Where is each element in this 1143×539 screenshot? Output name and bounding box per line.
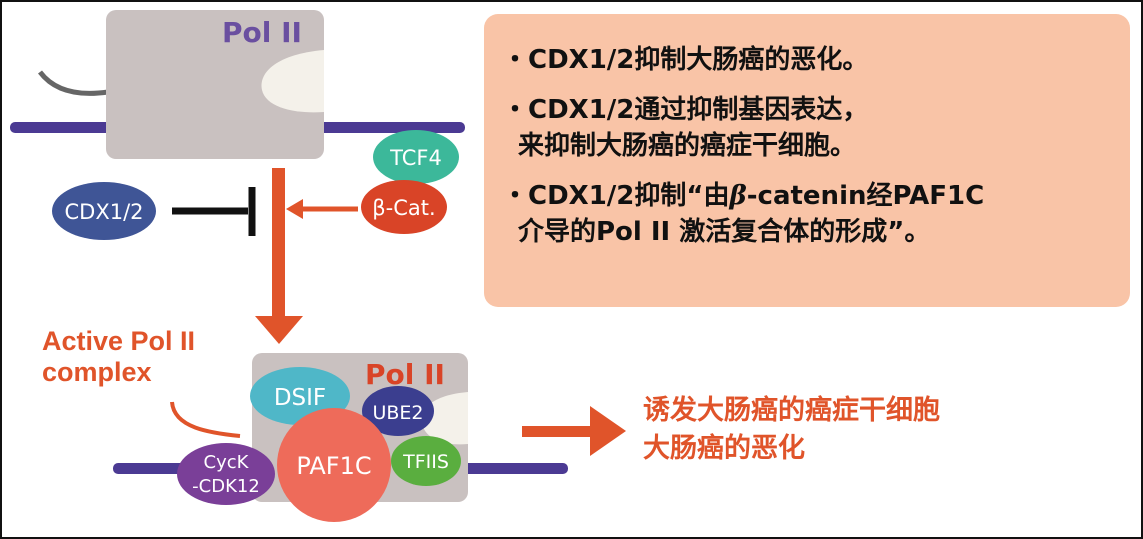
cdx-label: CDX1/2 xyxy=(64,200,143,224)
active-pol2-complex-label: Active Pol II complex xyxy=(42,326,195,388)
summary-box: ・CDX1/2抑制大肠癌的恶化。 ・CDX1/2通过抑制基因表达， 来抑制大肠癌… xyxy=(484,14,1130,307)
summary-bullet-3: ・CDX1/2抑制“由β-catenin经PAF1C 介导的Pol II 激活复… xyxy=(502,178,1120,250)
pol2-top-label: Pol II xyxy=(222,16,302,49)
beta-cat-arrow-head xyxy=(286,199,303,219)
bullet-2-line1: CDX1/2通过抑制基因表达， xyxy=(528,95,869,125)
summary-bullet-2: ・CDX1/2通过抑制基因表达， 来抑制大肠癌的癌症干细胞。 xyxy=(502,92,1120,164)
outcome-arrow-shaft xyxy=(522,426,596,437)
cyck-label: CycK xyxy=(204,452,250,473)
activation-arrow-shaft xyxy=(272,168,285,318)
pol2-top-body xyxy=(106,10,324,159)
bullet-marker: ・ xyxy=(502,45,529,75)
pol2-bottom-label: Pol II xyxy=(365,358,445,391)
tfiis-label: TFIIS xyxy=(402,451,449,473)
bullet-3-line1-b: -catenin经PAF1C xyxy=(746,181,985,211)
tfiis-node xyxy=(391,436,461,486)
cyck-cdk12-node xyxy=(177,443,275,505)
bullet-1-text: CDX1/2抑制大肠癌的恶化。 xyxy=(528,45,869,75)
outcome-line2: 大肠癌的恶化 xyxy=(643,433,805,464)
bullet-marker: ・ xyxy=(502,95,529,125)
beta-catenin-label: β-Cat. xyxy=(372,196,435,220)
dsif-label: DSIF xyxy=(274,385,326,411)
pol2-top-cleft xyxy=(261,50,324,113)
cdx-node xyxy=(52,182,156,240)
rna-transcript xyxy=(38,70,109,96)
paf1c-node xyxy=(277,408,391,522)
cdk12-label: -CDK12 xyxy=(192,476,260,497)
beta-catenin-node xyxy=(361,180,447,234)
outcome-line1: 诱发大肠癌的癌症干细胞 xyxy=(643,395,940,426)
paf1c-label: PAF1C xyxy=(296,452,371,480)
active-label-connector xyxy=(170,401,241,438)
active-label-line1: Active Pol II xyxy=(42,326,196,356)
bullet-3-line2: 介导的Pol II 激活复合体的形成”。 xyxy=(518,217,931,247)
ube2-node xyxy=(362,386,434,436)
outcome-text: 诱发大肠癌的癌症干细胞 大肠癌的恶化 xyxy=(643,392,940,468)
activation-arrow-head xyxy=(255,316,303,344)
ube2-label: UBE2 xyxy=(372,402,423,424)
bullet-marker: ・ xyxy=(502,181,529,211)
bullet-3-beta: β xyxy=(729,181,747,211)
bullet-3-line1-a: CDX1/2抑制“由 xyxy=(528,181,730,211)
tcf4-node xyxy=(373,130,459,184)
active-label-line2: complex xyxy=(42,357,152,387)
bullet-2-line2: 来抑制大肠癌的癌症干细胞。 xyxy=(518,131,857,161)
pol2-bottom-cleft xyxy=(421,392,468,445)
tcf4-label: TCF4 xyxy=(389,146,442,170)
outcome-arrow-head xyxy=(590,406,626,456)
summary-bullet-1: ・CDX1/2抑制大肠癌的恶化。 xyxy=(502,42,1120,78)
